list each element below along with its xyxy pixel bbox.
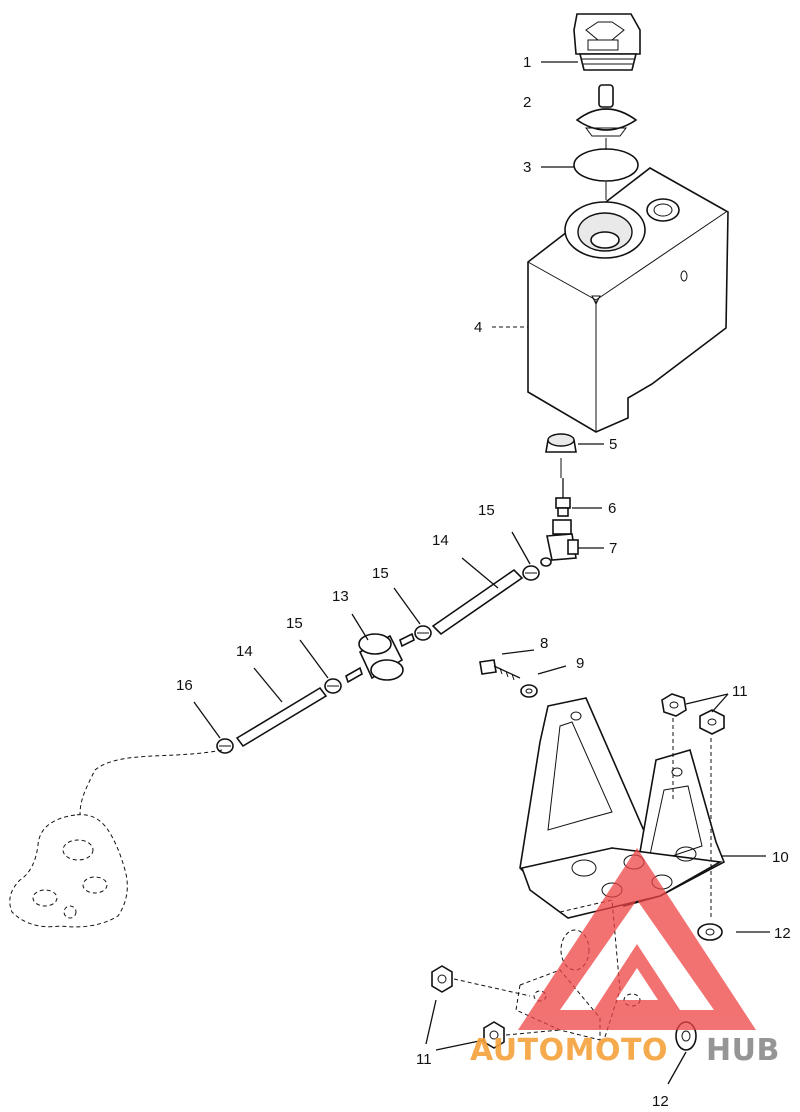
callout-2: 2 [523,94,531,111]
nut-lower-1 [431,965,453,993]
callout-7: 7 [609,540,617,557]
hose-clamp-left [324,678,342,694]
callout-15-mid: 15 [372,565,389,582]
watermark-triangle-icon [518,848,756,1030]
filler-cap [573,13,641,71]
o-ring [573,148,639,182]
nut-top-right [699,709,725,735]
fuel-line-right [431,568,524,636]
callout-4: 4 [474,319,482,336]
leader-lines [193,61,770,1085]
nut-lower-2 [483,1021,505,1049]
callout-14-left: 14 [236,643,253,660]
callout-8: 8 [540,635,548,652]
fuel-valve [540,519,579,567]
callout-16: 16 [176,677,193,694]
fuel-line-left [235,686,328,748]
callout-15-left: 15 [286,615,303,632]
callout-12-right: 12 [774,925,791,942]
callout-labels: 1 2 3 4 5 6 7 15 14 15 13 15 14 16 8 9 1… [176,54,791,1110]
fuel-filter [345,632,415,684]
nut-top [661,693,687,717]
hose-clamp-end [216,738,234,754]
screw [479,659,521,681]
callout-1: 1 [523,54,531,71]
watermark-logo [518,848,756,1030]
callout-12-bottom: 12 [652,1093,669,1110]
washer [520,684,538,698]
callout-14-right: 14 [432,532,449,549]
watermark-text-hub: HUB [706,1033,780,1068]
callout-5: 5 [609,436,617,453]
washer-right [697,923,723,941]
fuel-tank [527,167,729,433]
pickup-tube [555,478,571,517]
callout-11-bottom: 11 [416,1051,432,1068]
callout-6: 6 [608,500,616,517]
callout-15-right: 15 [478,502,495,519]
callout-9: 9 [576,655,584,672]
grommet [545,433,577,453]
callout-10: 10 [772,849,789,866]
vent-valve [575,84,638,137]
callout-13: 13 [332,588,349,605]
fuel-pump [9,749,223,928]
callout-11-top: 11 [732,683,748,700]
watermark-text-automoto: AUTOMOTO [470,1033,668,1068]
callout-3: 3 [523,159,531,176]
hose-clamp-mid [414,625,432,641]
hose-clamp-right [522,565,540,581]
